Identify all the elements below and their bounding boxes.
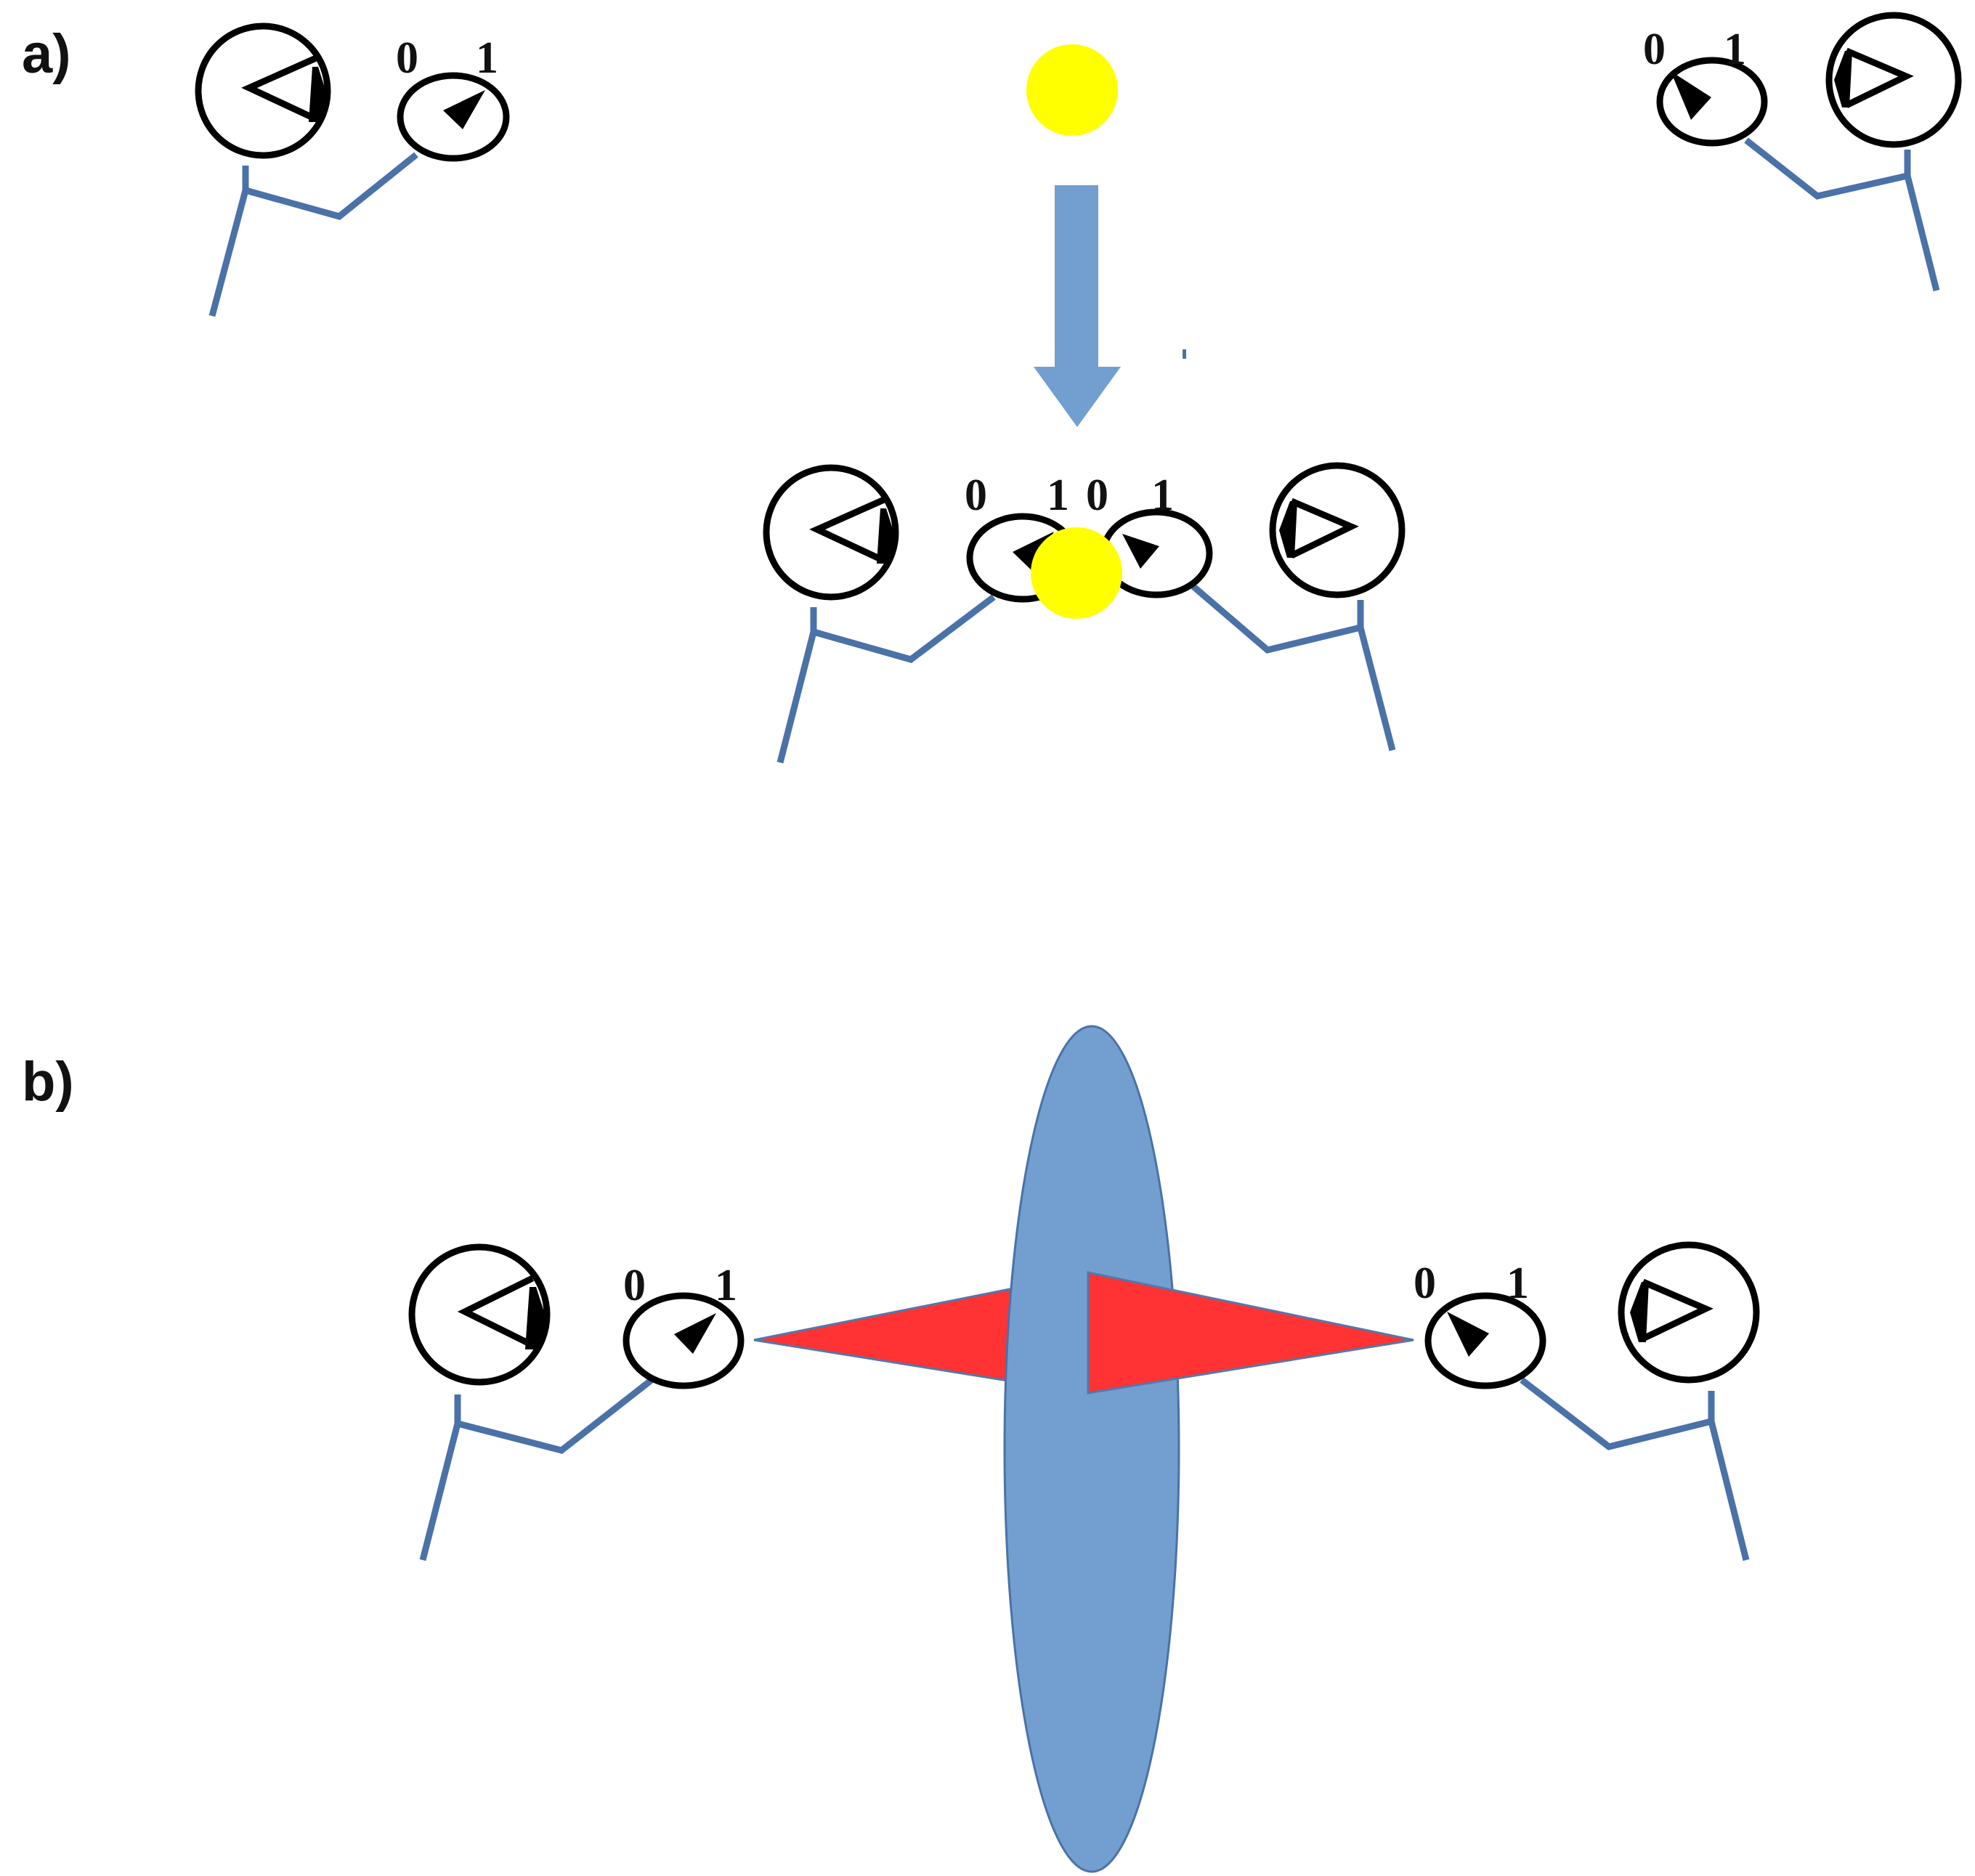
scale-one-label: 1 <box>1506 1259 1529 1308</box>
torso-line <box>1904 150 1940 292</box>
observer-b-left: 0 1 <box>408 1243 745 1562</box>
meter-needle <box>443 90 485 129</box>
scale-zero-label: 0 <box>1086 471 1108 520</box>
eye-icon <box>1290 498 1359 559</box>
scale-one-label: 1 <box>476 33 498 83</box>
scale-zero-label: 0 <box>1643 25 1666 74</box>
scale-one-label: 1 <box>1151 471 1174 520</box>
arm <box>456 1377 654 1454</box>
pupil <box>525 1287 546 1349</box>
red-signal-wedge <box>753 1286 1018 1384</box>
torso-line <box>208 166 249 317</box>
red-signal-wedge <box>1087 1271 1414 1394</box>
eye-icon <box>1642 1278 1714 1342</box>
scale-zero-label: 0 <box>396 33 418 83</box>
pupil <box>309 67 327 122</box>
head <box>1618 1241 1760 1384</box>
observer-a-top-left: 0 1 <box>195 23 510 317</box>
eye-icon <box>241 54 317 123</box>
meter-needle <box>674 1313 716 1354</box>
pupil <box>877 508 895 564</box>
meter-dial <box>1424 1292 1546 1389</box>
yellow-particle <box>1026 44 1118 136</box>
pupil <box>1630 1282 1649 1342</box>
meter-dial <box>1656 57 1768 147</box>
scale-zero-label: 0 <box>623 1261 646 1310</box>
panel-label-a: a) <box>22 23 71 85</box>
observer-b-right: 0 1 <box>1414 1241 1760 1562</box>
pupil <box>1834 51 1852 107</box>
observer-a-bottom-right: 0 1 <box>1086 462 1406 752</box>
scale-one-label: 1 <box>1724 25 1746 74</box>
head <box>408 1243 551 1386</box>
eye-icon <box>457 1275 534 1349</box>
arm <box>1744 137 1908 200</box>
panel-label-b: b) <box>22 1051 74 1113</box>
blue-barrier-ellipse <box>1003 1025 1180 1873</box>
scale-one-label: 1 <box>1047 471 1069 520</box>
stray-mark <box>1183 349 1186 359</box>
torso-line <box>776 607 817 764</box>
arm <box>244 152 418 220</box>
observer-a-top-right: 0 1 <box>1643 12 1962 292</box>
yellow-particle <box>1031 527 1122 619</box>
eye-icon <box>809 496 885 564</box>
down-arrow <box>1034 185 1121 427</box>
meter-needle <box>1671 71 1711 120</box>
meter-needle <box>1447 1312 1489 1357</box>
torso-line <box>419 1394 461 1562</box>
arm <box>812 594 996 663</box>
observer-a-bottom-left: 0 1 <box>763 464 1079 764</box>
pupil <box>1279 501 1297 558</box>
arm <box>1189 582 1362 654</box>
torso-line <box>1708 1391 1750 1562</box>
torso-line <box>1357 600 1396 752</box>
arm <box>1520 1377 1713 1450</box>
meter-needle <box>1122 534 1159 569</box>
eye-icon <box>1845 47 1914 109</box>
scale-zero-label: 0 <box>965 471 987 520</box>
scale-zero-label: 0 <box>1414 1259 1436 1308</box>
scale-one-label: 1 <box>715 1261 737 1310</box>
